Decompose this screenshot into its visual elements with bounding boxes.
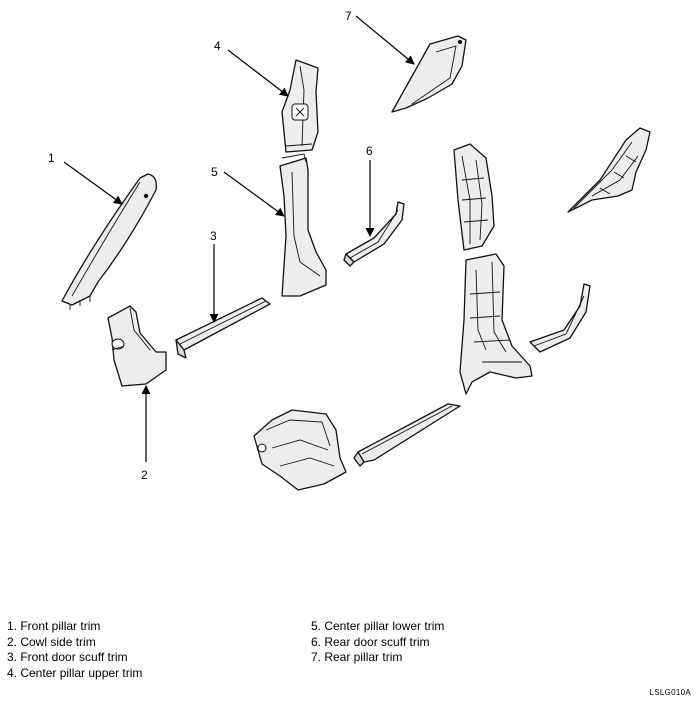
rear-door-scuff-underside-view [529,283,591,353]
front-door-scuff-underside-view [353,403,461,467]
callout-5: 5 [211,165,218,179]
cowl-side-trim-part [107,305,167,387]
callout-5-arrow [223,171,285,217]
center-pillar-lower-trim-part [279,153,327,297]
legend-item-front-pillar-trim: 1. Front pillar trim [7,619,101,633]
legend-left-column: 1. Front pillar trim 2. Cowl side trim 3… [7,619,142,681]
rear-door-scuff-trim-part [343,201,405,267]
callout-4-arrow [227,49,289,97]
legend-item-center-pillar-upper-trim: 4. Center pillar upper trim [7,665,143,680]
callout-1: 1 [48,151,55,165]
figure-code: LSLG010A [649,688,691,697]
legend-right-column: 5. Center pillar lower trim 6. Rear door… [311,619,444,666]
front-door-scuff-trim-part [175,297,271,359]
callout-3: 3 [210,229,217,243]
rear-pillar-side-underside-view [567,127,651,213]
center-pillar-lower-underside-view [459,253,533,395]
front-pillar-trim-part [61,173,157,310]
legend-item-front-door-scuff-trim: 3. Front door scuff trim [7,650,128,664]
callout-7: 7 [345,9,352,23]
legend-item-center-pillar-lower-trim: 5. Center pillar lower trim [311,619,445,633]
legend-item-rear-pillar-trim: 7. Rear pillar trim [311,650,403,664]
callout-6: 6 [366,144,373,158]
callout-7-arrow [355,15,415,65]
legend-item-cowl-side-trim: 2. Cowl side trim [7,634,96,649]
rear-pillar-trim-part [391,35,467,113]
callout-1-arrow [63,161,123,205]
center-pillar-upper-trim-part [281,59,319,153]
callout-4: 4 [214,39,221,53]
cowl-side-underside-view [253,409,347,491]
legend-item-rear-door-scuff-trim: 6. Rear door scuff trim [311,634,430,649]
callout-arrows [63,15,415,462]
callout-numbers: 1 2 3 4 5 6 7 [48,9,373,482]
rear-pillar-upper-underside-view [453,143,495,251]
callout-2: 2 [141,468,148,482]
